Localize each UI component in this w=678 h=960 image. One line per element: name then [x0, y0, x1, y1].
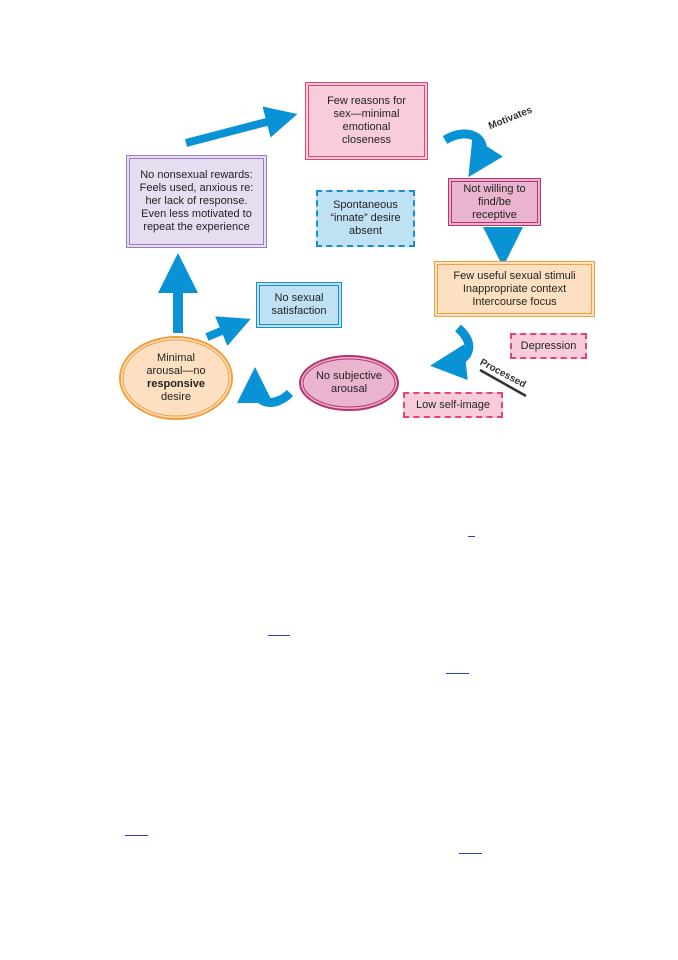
arrow-motivates [442, 129, 503, 178]
arrow-subjective-to-minimal [237, 367, 294, 407]
reference-link[interactable] [446, 664, 469, 674]
minimal-arousal-line1: Minimal arousal—no [146, 352, 206, 377]
reference-link[interactable] [125, 826, 148, 836]
node-few-useful-text: Few useful sexual stimuli Inappropriate … [453, 269, 576, 308]
node-no-subjective-arousal: No subjective arousal [312, 364, 386, 402]
reference-link[interactable] [468, 527, 475, 537]
no-subjective-ellipse-inner [302, 358, 396, 408]
node-low-self-image-text: Low self-image [416, 398, 490, 411]
arrow-rewards-to-reasons [184, 106, 298, 147]
node-spontaneous: Spontaneous “innate” desire absent [316, 190, 415, 247]
node-no-nonsexual-text: No nonsexual rewards: Feels used, anxiou… [139, 169, 254, 233]
node-depression: Depression [510, 333, 587, 359]
node-no-sexual-satisfaction-text: No sexual satisfaction [271, 292, 327, 317]
minimal-arousal-ellipse-inner [122, 339, 230, 417]
minimal-arousal-line3: desire [161, 391, 191, 403]
node-depression-text: Depression [520, 339, 577, 352]
minimal-arousal-ellipse [119, 336, 233, 420]
node-minimal-arousal: Minimal arousal—no responsive desire [128, 348, 224, 408]
node-not-willing-text: Not willing to find/be receptive [463, 182, 526, 221]
node-few-reasons: Few reasons for sex—minimal emotional cl… [305, 82, 428, 160]
node-not-willing: Not willing to find/be receptive [448, 178, 541, 226]
arrow-processed [430, 324, 474, 381]
processed-bar [479, 368, 527, 398]
node-low-self-image: Low self-image [403, 392, 503, 418]
no-subjective-ellipse [299, 355, 399, 411]
reference-link[interactable] [459, 844, 482, 854]
node-spontaneous-text: Spontaneous “innate” desire absent [330, 199, 401, 237]
node-few-reasons-text: Few reasons for sex—minimal emotional cl… [327, 95, 406, 146]
node-no-sexual-satisfaction: No sexual satisfaction [256, 282, 342, 328]
reference-link[interactable] [268, 626, 290, 636]
node-no-subjective-text: No subjective arousal [315, 370, 383, 395]
node-few-useful: Few useful sexual stimuli Inappropriate … [434, 261, 595, 317]
node-no-nonsexual-rewards: No nonsexual rewards: Feels used, anxiou… [126, 155, 267, 248]
arrow-minimal-to-satisfaction [205, 316, 251, 346]
minimal-arousal-bold: responsive [146, 378, 206, 390]
